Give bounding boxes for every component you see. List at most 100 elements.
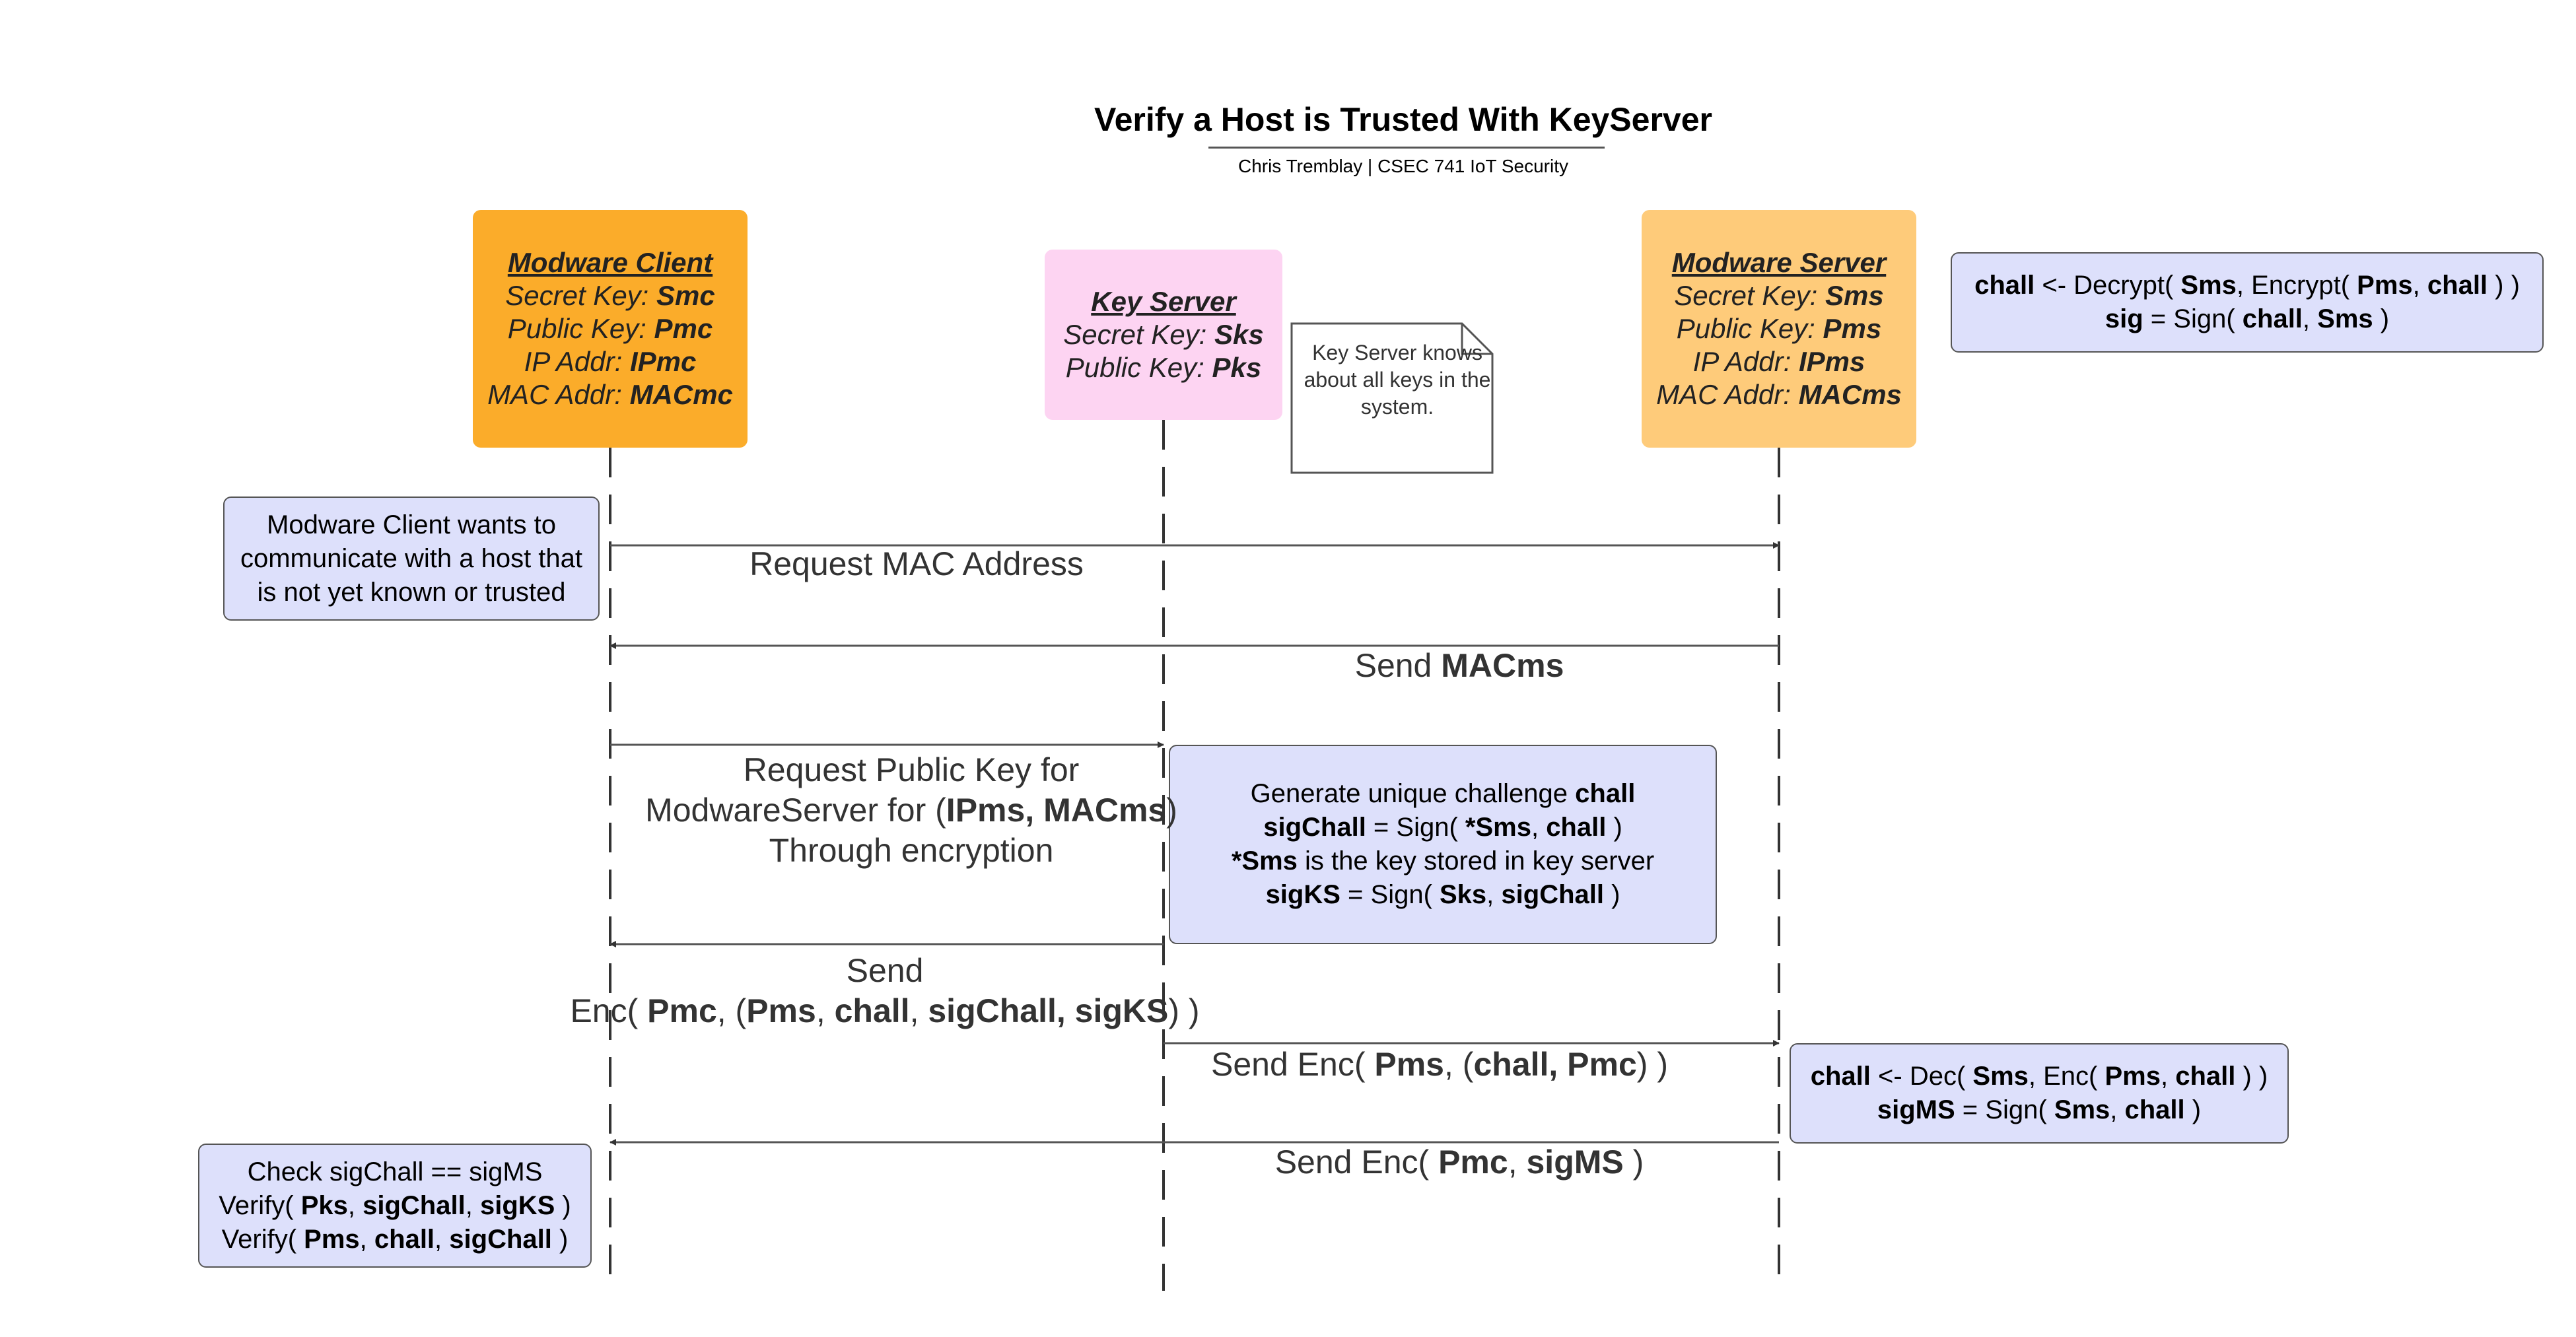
note-text: , xyxy=(435,1224,450,1254)
note-server-bottom: chall <- Dec( Sms, Enc( Pms, chall ) ) s… xyxy=(1790,1043,2289,1144)
message-text: ModwareServer for ( xyxy=(645,792,946,829)
note-term: chall xyxy=(2175,1062,2236,1091)
note-term: sigMS xyxy=(1877,1095,1955,1124)
note-text: , xyxy=(1531,813,1547,842)
note-text: , xyxy=(359,1224,374,1254)
actor-name: Key Server xyxy=(1091,286,1236,317)
note-text: ) xyxy=(2373,304,2390,333)
note-text: , Encrypt( xyxy=(2236,271,2357,300)
actor-label: Secret Key: xyxy=(505,280,657,311)
actor-value: Pmc xyxy=(654,313,713,344)
note-check: Check sigChall == sigMS Verify( Pks, sig… xyxy=(198,1144,592,1268)
document-note-shape xyxy=(1290,322,1494,474)
note-text: <- Decrypt( xyxy=(2035,271,2181,300)
actor-label: Secret Key: xyxy=(1063,319,1215,350)
message-term: chall, Pmc xyxy=(1473,1046,1637,1083)
message-text: , ( xyxy=(716,992,747,1029)
actor-label: MAC Addr: xyxy=(1656,379,1799,410)
actor-label: IP Addr: xyxy=(1692,346,1799,377)
message-term: IPms, MACms xyxy=(946,792,1167,829)
note-text: ) ) xyxy=(2235,1062,2268,1091)
title-underline xyxy=(1208,147,1605,149)
message-text: , xyxy=(816,992,835,1029)
document-note-fold xyxy=(1461,324,1492,355)
note-text: ) xyxy=(551,1224,569,1254)
message-request-mac: Request MAC Address xyxy=(749,545,1084,582)
note-term: sigChall xyxy=(363,1190,466,1220)
note-term: sigChall xyxy=(1501,880,1604,909)
message-text: ) xyxy=(1623,1144,1644,1181)
message-term: sigChall, sigKS xyxy=(928,992,1169,1029)
note-term: chall xyxy=(374,1224,435,1254)
actor-name: Modware Server xyxy=(1671,247,1887,278)
note-term: sigChall xyxy=(449,1224,552,1254)
message-term: Pms xyxy=(1374,1046,1444,1083)
message-term: chall xyxy=(834,992,910,1029)
note-term: chall xyxy=(1575,779,1636,808)
actor-value: MACmc xyxy=(629,379,733,410)
note-term: chall xyxy=(1974,271,2035,300)
actor-value: Smc xyxy=(656,280,715,311)
note-text: Generate unique challenge xyxy=(1250,779,1576,808)
note-term: Sms xyxy=(1972,1062,2029,1091)
message-text: Request Public Key for xyxy=(743,751,1080,788)
note-text: , xyxy=(2302,304,2318,333)
note-term: Sms xyxy=(2317,304,2373,333)
note-term: Pms xyxy=(2357,271,2413,300)
note-text: = Sign( xyxy=(1955,1095,2054,1124)
message-text: , xyxy=(909,992,928,1029)
message-text: Send Enc( xyxy=(1274,1144,1439,1181)
note-term: *Sms xyxy=(1231,846,1298,875)
message-term: Pmc xyxy=(647,992,717,1029)
note-term: Pms xyxy=(304,1224,360,1254)
note-term: sigKS xyxy=(479,1190,555,1220)
message-text: Through encryption xyxy=(769,832,1054,869)
note-text: is the key stored in key server xyxy=(1297,846,1655,875)
message-send-enc-pmc: Send Enc( Pmc, sigMS ) xyxy=(1228,1142,1690,1183)
actor-label: MAC Addr: xyxy=(487,379,630,410)
note-text: ) ) xyxy=(2488,271,2520,300)
message-text: Send Enc( xyxy=(1211,1046,1375,1083)
message-send-enc-pms: Send Enc( Pms, (chall, Pmc) ) xyxy=(1175,1045,1704,1085)
message-term: Pms xyxy=(746,992,816,1029)
note-text: <- Dec( xyxy=(1870,1062,1973,1091)
note-text: ) xyxy=(2184,1095,2202,1124)
actor-value: Sms xyxy=(1825,280,1884,311)
note-text: , xyxy=(347,1190,363,1220)
note-text: , xyxy=(465,1190,480,1220)
note-text: Verify( xyxy=(219,1190,301,1220)
actor-value: Pks xyxy=(1212,352,1262,383)
message-term: Pmc xyxy=(1438,1144,1508,1181)
note-term: Pks xyxy=(300,1190,348,1220)
message-text: , ( xyxy=(1444,1046,1474,1083)
message-term: sigMS xyxy=(1526,1144,1624,1181)
note-term: chall xyxy=(2124,1095,2185,1124)
note-term: sigKS xyxy=(1265,880,1340,909)
note-term: sigChall xyxy=(1263,813,1366,842)
actor-value: IPmc xyxy=(629,346,697,377)
actor-label: Public Key: xyxy=(1065,352,1212,383)
message-term: MACms xyxy=(1441,647,1564,684)
note-term: Sks xyxy=(1440,880,1487,909)
actor-value: Pms xyxy=(1823,313,1882,344)
note-term: sig xyxy=(2105,304,2143,333)
message-send-enc-keyserver: Send Enc( Pmc, (Pms, chall, sigChall, si… xyxy=(489,951,1281,1031)
note-text: Verify( xyxy=(221,1224,304,1254)
actor-modware-client: Modware Client Secret Key: Smc Public Ke… xyxy=(473,210,748,448)
note-term: chall xyxy=(1546,813,1607,842)
key-server-note-text: Key Server knows about all keys in the s… xyxy=(1304,341,1491,419)
actor-key-server: Key Server Secret Key: Sks Public Key: P… xyxy=(1045,250,1282,420)
note-term: chall xyxy=(1810,1062,1871,1091)
diagram-title: Verify a Host is Trusted With KeyServer xyxy=(1094,101,1712,138)
actor-value: Sks xyxy=(1214,319,1264,350)
note-text: , xyxy=(2110,1095,2125,1124)
actor-value: MACms xyxy=(1798,379,1902,410)
note-server-top: chall <- Decrypt( Sms, Encrypt( Pms, cha… xyxy=(1951,252,2544,353)
note-term: Sms xyxy=(2054,1095,2110,1124)
note-text: Check sigChall == sigMS xyxy=(247,1157,543,1186)
note-text: , xyxy=(2412,271,2427,300)
message-text: ) ) xyxy=(1636,1046,1668,1083)
note-text: = Sign( xyxy=(1340,880,1440,909)
actor-label: IP Addr: xyxy=(524,346,630,377)
